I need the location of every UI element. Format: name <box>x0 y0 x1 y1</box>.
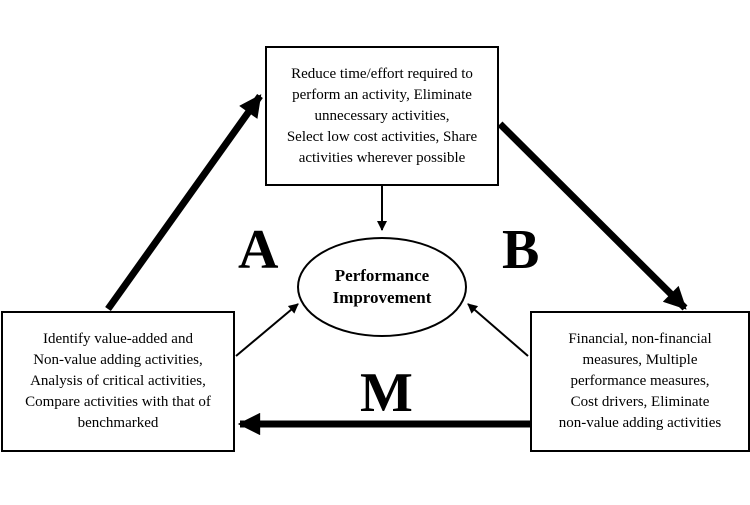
left-box-line: Identify value-added and <box>43 331 193 347</box>
left-box-line: Compare activities with that of <box>25 394 211 410</box>
left-box-line: benchmarked <box>77 415 159 431</box>
top-box-line: Reduce time/effort required to <box>291 65 473 82</box>
center-label-line1: Performance <box>334 266 430 285</box>
performance-improvement-ellipse <box>297 237 467 337</box>
arrow-left-to-center <box>235 303 299 357</box>
top-box-line: perform an activity, Eliminate <box>292 86 472 103</box>
reduce-activities-box: Reduce time/effort required to perform a… <box>265 46 499 186</box>
left-box-line: Non-value adding activities, <box>33 352 203 368</box>
letter-a-label: A <box>238 219 279 281</box>
right-box-line: Financial, non-financial <box>568 331 712 347</box>
top-box-line: Select low cost activities, Share <box>286 128 478 145</box>
right-box-line: performance measures, <box>570 373 710 389</box>
performance-improvement-label: Performance Improvement <box>296 236 468 338</box>
top-box-line: activities wherever possible <box>298 149 466 166</box>
measures-box: Financial, non-financial measures, Multi… <box>530 311 750 452</box>
left-box-line: Analysis of critical activities, <box>30 373 206 389</box>
top-box-line: unnecessary activities, <box>314 107 450 124</box>
arrow-left-to-top <box>105 93 263 312</box>
letter-m-label: M <box>360 362 413 424</box>
letter-b-label: B <box>502 219 540 281</box>
arrow-right-to-center <box>467 303 529 357</box>
identify-activities-box: Identify value-added and Non-value addin… <box>1 311 235 452</box>
right-box-line: measures, Multiple <box>582 352 698 368</box>
right-box-line: Cost drivers, Eliminate <box>570 394 710 410</box>
arrow-top-to-right <box>497 121 688 311</box>
right-box-line: non-value adding activities <box>558 415 722 431</box>
center-label-line2: Improvement <box>332 288 432 307</box>
